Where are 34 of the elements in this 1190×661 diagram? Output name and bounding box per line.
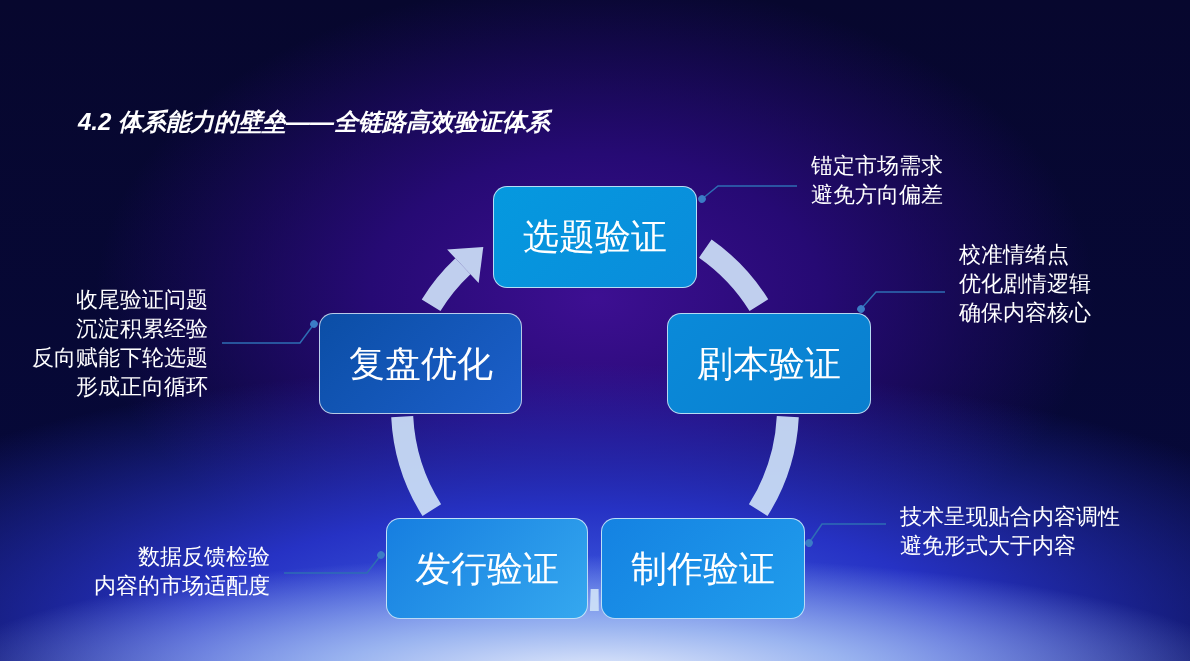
process-box [319, 313, 522, 414]
cycle-arc [698, 239, 768, 312]
step-label: 发行验证 [415, 546, 559, 591]
note-text: 避免方向偏差 [811, 181, 943, 209]
note-text: 避免形式大于内容 [900, 532, 1076, 560]
note-text: 沉淀积累经验 [76, 315, 208, 343]
process-box [667, 313, 871, 414]
leader-line [698, 185, 798, 203]
note-text: 锚定市场需求 [811, 152, 943, 180]
note-text: 确保内容核心 [959, 299, 1091, 327]
leader-line [283, 551, 385, 574]
process-box [386, 518, 588, 619]
step-label: 选题验证 [523, 215, 667, 259]
cycle-arrow [421, 246, 483, 312]
process-box [601, 518, 805, 619]
cycle-arc [391, 415, 442, 516]
leader-line [221, 320, 318, 344]
note-text: 内容的市场适配度 [94, 572, 270, 600]
slide-title: 4.2 体系能力的壁垒——全链路高效验证体系 [78, 107, 551, 137]
cycle-arc [748, 415, 799, 516]
step-label: 复盘优化 [348, 341, 493, 386]
note-text: 反向赋能下轮选题 [32, 344, 208, 372]
note-text: 数据反馈检验 [138, 543, 270, 571]
note-text: 收尾验证问题 [76, 286, 208, 314]
cycle-arc [590, 588, 599, 611]
process-box [493, 186, 697, 288]
note-text: 优化剧情逻辑 [959, 270, 1091, 298]
step-label: 制作验证 [631, 546, 775, 591]
step-label: 剧本验证 [697, 341, 841, 386]
leader-line [857, 291, 946, 313]
note-text: 校准情绪点 [959, 241, 1069, 269]
note-text: 形成正向循环 [76, 373, 208, 401]
leader-line [805, 523, 887, 547]
note-text: 技术呈现贴合内容调性 [900, 503, 1120, 531]
